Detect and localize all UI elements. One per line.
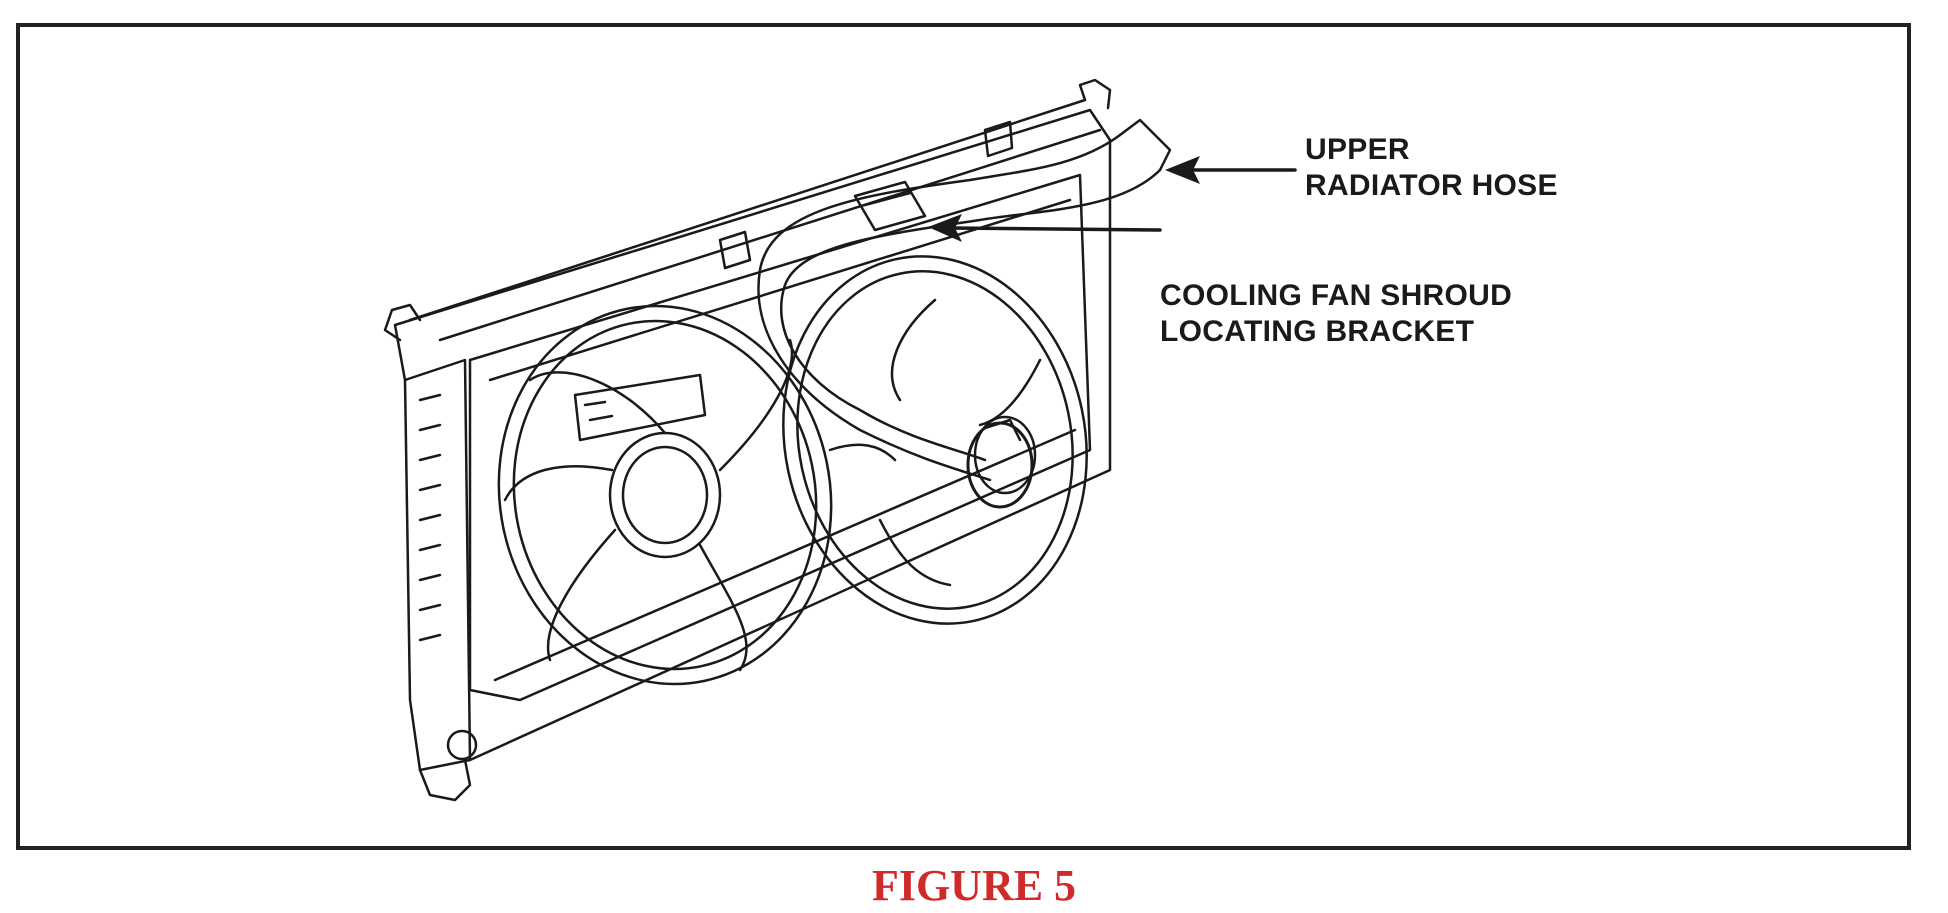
shroud-locating-bracket (853, 180, 927, 232)
figure-frame (16, 23, 1911, 850)
upper-radiator-hose-label: UPPER RADIATOR HOSE (1305, 133, 1558, 202)
left-cooling-fan (497, 304, 833, 686)
bracket-arrowhead (928, 214, 962, 242)
figure-caption: FIGURE 5 (871, 861, 1077, 910)
right-cooling-fan (782, 255, 1088, 625)
radiator (383, 78, 1112, 802)
cooling-fan-shroud-bracket-label: COOLING FAN SHROUD LOCATING BRACKET (1160, 279, 1513, 348)
fan-shroud (468, 173, 1092, 702)
arrowheads (928, 156, 1200, 242)
upper-hose-arrowhead (1165, 156, 1200, 184)
leader-arrows (948, 168, 1297, 232)
upper-radiator-hose (757, 118, 1172, 509)
